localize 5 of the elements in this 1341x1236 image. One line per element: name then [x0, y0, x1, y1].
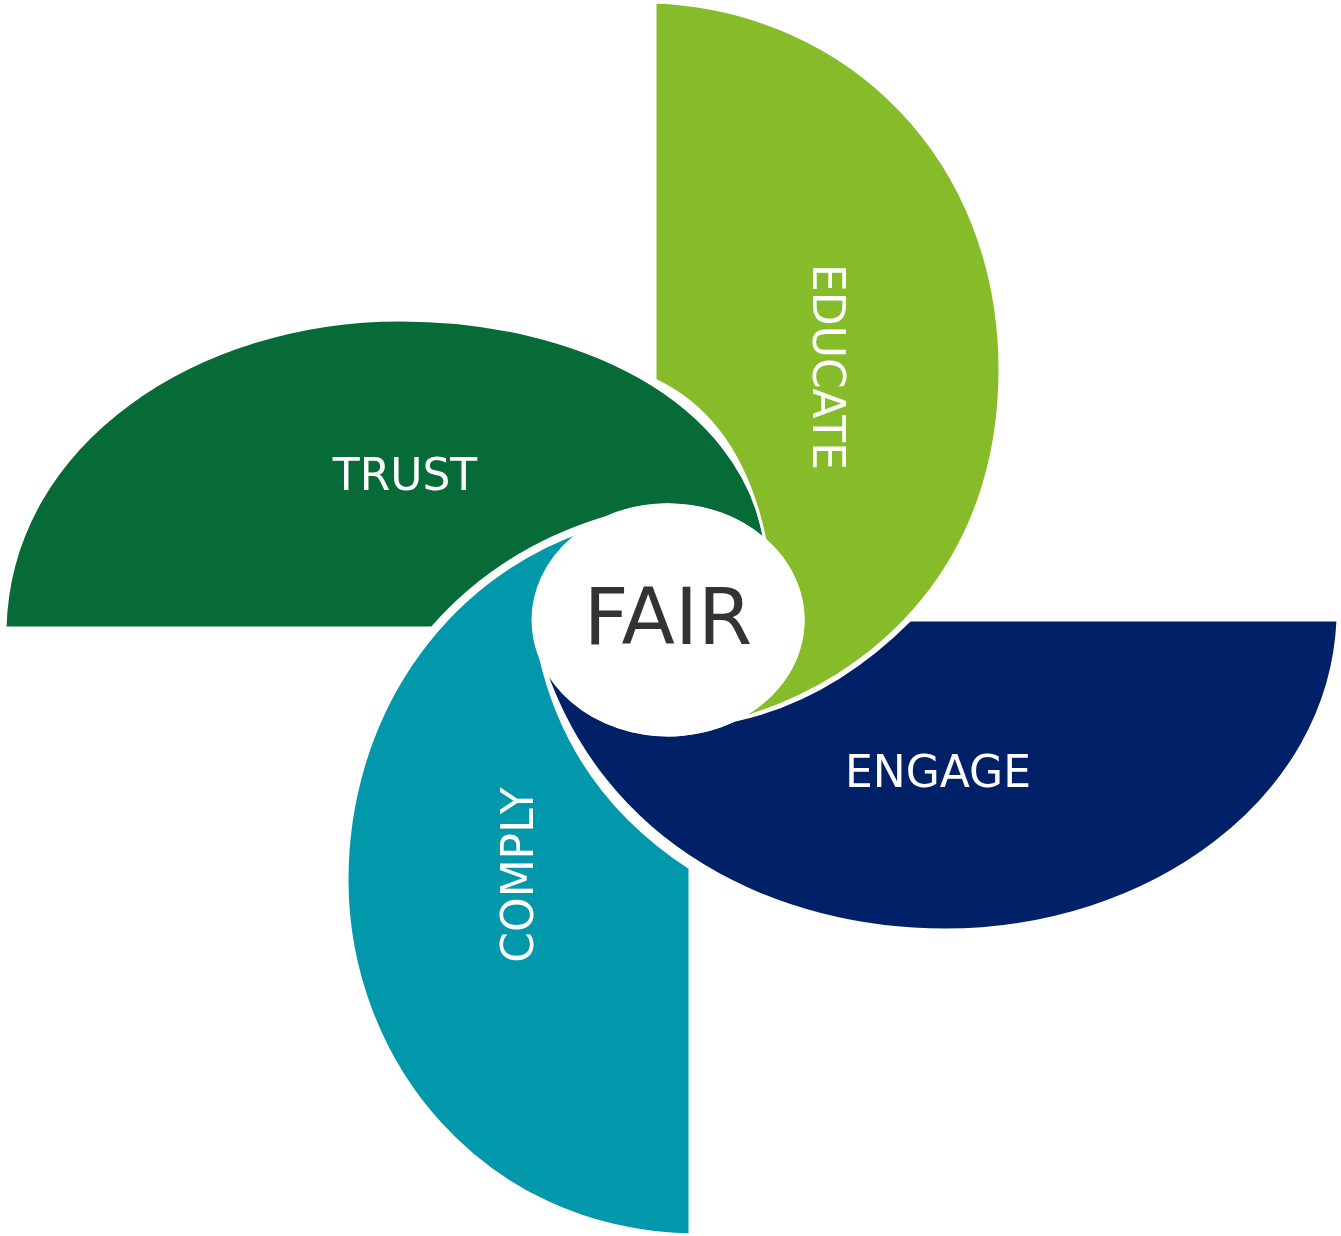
segment-label: COMPLY — [496, 787, 540, 963]
segment-label: ENGAGE — [845, 750, 1031, 794]
segment-label: EDUCATE — [806, 264, 850, 470]
segment-label: FAIR — [583, 578, 753, 656]
segment-label: TRUST — [332, 453, 478, 497]
